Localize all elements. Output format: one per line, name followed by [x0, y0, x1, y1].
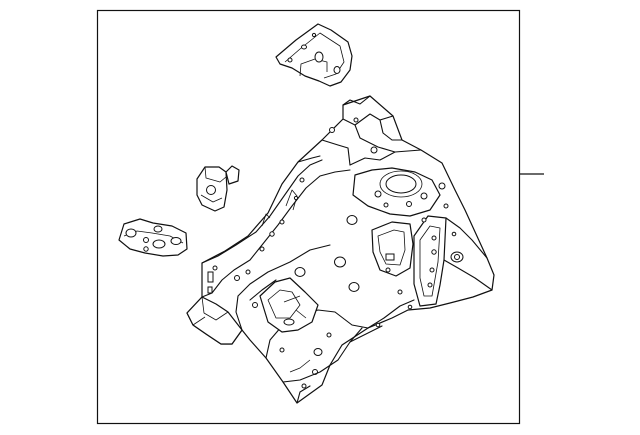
main-apron-assembly[interactable] — [186, 95, 495, 404]
small-mount-bracket[interactable] — [196, 165, 240, 212]
lower-plate-bracket[interactable] — [118, 218, 188, 257]
upper-bracket[interactable] — [275, 23, 353, 87]
diagram-frame — [96, 9, 521, 425]
